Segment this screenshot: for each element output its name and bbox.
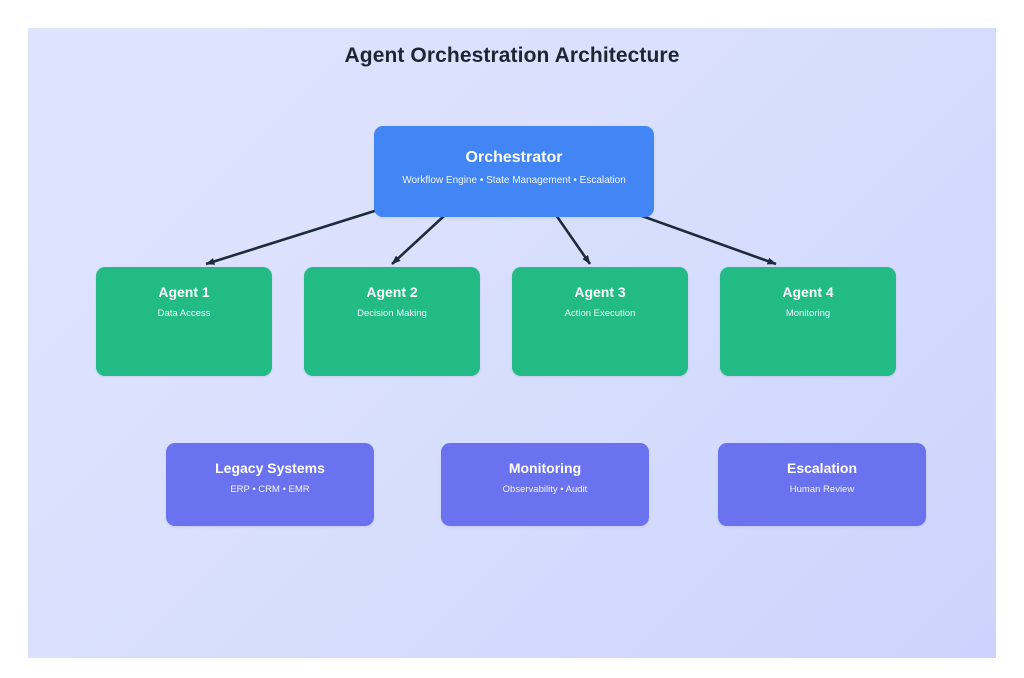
page-title: Agent Orchestration Architecture [344,44,680,67]
node-agent-1-subtitle: Data Access [157,308,211,319]
node-legacy-systems[interactable]: Legacy Systems ERP • CRM • EMR [166,443,374,526]
node-monitoring-subtitle: Observability • Audit [502,484,588,495]
node-monitoring-title: Monitoring [508,460,582,476]
node-monitoring[interactable]: Monitoring Observability • Audit [441,443,649,526]
node-agent-1[interactable]: Agent 1 Data Access [96,267,272,376]
node-orchestrator-subtitle: Workflow Engine • State Management • Esc… [402,175,626,186]
node-legacy-systems-subtitle: ERP • CRM • EMR [230,484,310,495]
node-agent-1-title: Agent 1 [158,284,210,300]
node-escalation-title: Escalation [786,460,858,476]
node-agent-2-title: Agent 2 [366,284,418,300]
node-agent-2[interactable]: Agent 2 Decision Making [304,267,480,376]
diagram-canvas: Agent Orchestration Architecture Orchest… [28,28,996,658]
node-agent-2-subtitle: Decision Making [357,308,427,319]
node-agent-4[interactable]: Agent 4 Monitoring [720,267,896,376]
node-orchestrator[interactable]: Orchestrator Workflow Engine • State Man… [374,126,654,217]
node-agent-3-subtitle: Action Execution [564,308,636,319]
node-agent-4-subtitle: Monitoring [785,308,831,319]
node-legacy-systems-title: Legacy Systems [215,460,325,476]
node-agent-3-title: Agent 3 [574,284,626,300]
node-escalation-subtitle: Human Review [789,484,855,495]
node-agent-4-title: Agent 4 [782,284,834,300]
node-agent-3[interactable]: Agent 3 Action Execution [512,267,688,376]
node-orchestrator-title: Orchestrator [465,149,563,166]
node-escalation[interactable]: Escalation Human Review [718,443,926,526]
